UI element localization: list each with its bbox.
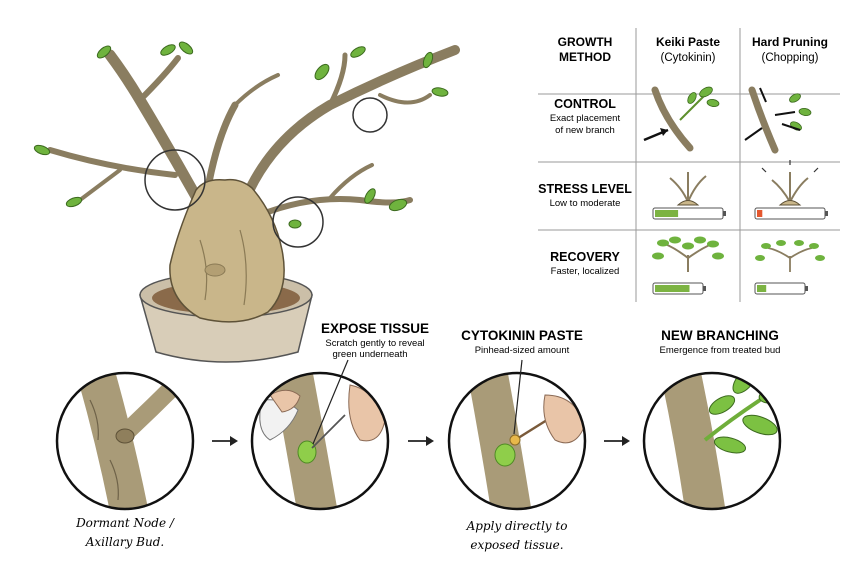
row-control-sub1: Exact placement: [550, 113, 621, 124]
pruning-recovery-meter-fill: [757, 285, 767, 292]
header-pruning-line2: (Chopping): [762, 52, 819, 64]
pruning-control-icon: [744, 86, 812, 154]
keiki-recovery-meter-fill: [655, 285, 690, 292]
row-stress-title: STRESS LEVEL: [538, 182, 632, 196]
keiki-control-icon: [643, 86, 720, 152]
comparison-table: GROWTH METHOD Keiki Paste (Cytokinin) Ha…: [538, 28, 840, 302]
row-control-title: CONTROL: [554, 97, 616, 111]
header-keiki-line2: (Cytokinin): [661, 52, 716, 64]
keiki-stress-meter-fill: [655, 210, 679, 217]
arrow-right-icon: [212, 436, 238, 446]
step3-cytokinin-paste-circle: [447, 371, 587, 511]
step2-title: EXPOSE TISSUE: [321, 321, 429, 336]
keiki-stress-meter-cap: [723, 211, 726, 216]
step1-caption-line2: Axillary Bud.: [85, 535, 164, 549]
pruning-stress-meter-cap: [825, 211, 828, 216]
pruning-stress-meter-fill: [757, 210, 763, 217]
header-method-line1: GROWTH: [558, 35, 613, 49]
step2-expose-tissue-circle: [250, 371, 390, 511]
pruning-recovery-meter-cap: [805, 286, 808, 291]
keiki-stress-icon: [669, 172, 707, 206]
arrow-right-icon: [408, 436, 434, 446]
step4-title: NEW BRANCHING: [661, 328, 779, 343]
row-recovery-title: RECOVERY: [550, 250, 620, 264]
header-keiki-line1: Keiki Paste: [656, 35, 720, 49]
pruning-stress-meter-frame: [754, 207, 826, 220]
step4-new-branching-circle: [642, 371, 782, 511]
header-pruning-line1: Hard Pruning: [752, 35, 828, 49]
step2-pointer-line: [312, 359, 349, 445]
pruning-recovery-icon: [755, 240, 825, 272]
step1-dormant-node-circle: [55, 371, 195, 511]
step3-pointer-line: [513, 359, 523, 435]
baobab-tree-illustration: [33, 41, 460, 363]
arrow-right-icon: [604, 436, 630, 446]
step1-caption-line1: Dormant Node /: [75, 516, 176, 530]
step2-sub1: Scratch gently to reveal: [325, 338, 424, 349]
row-control-sub2: of new branch: [555, 125, 615, 136]
row-stress-sub1: Low to moderate: [550, 198, 621, 209]
pruning-stress-icon: [761, 160, 819, 206]
step3-title: CYTOKININ PASTE: [461, 328, 583, 343]
header-method-line2: METHOD: [559, 50, 611, 64]
step2-sub2: green underneath: [332, 349, 407, 360]
step4-sub1: Emergence from treated bud: [660, 345, 781, 356]
step-titles: EXPOSE TISSUE Scratch gently to reveal g…: [321, 321, 780, 360]
row-recovery-sub1: Faster, localized: [551, 266, 620, 277]
step3-sub1: Pinhead-sized amount: [475, 345, 570, 356]
step3-caption-line1: Apply directly to: [466, 519, 568, 533]
keiki-recovery-meter-cap: [703, 286, 706, 291]
keiki-recovery-icon: [652, 236, 724, 272]
step3-caption-line2: exposed tissue.: [470, 538, 563, 552]
